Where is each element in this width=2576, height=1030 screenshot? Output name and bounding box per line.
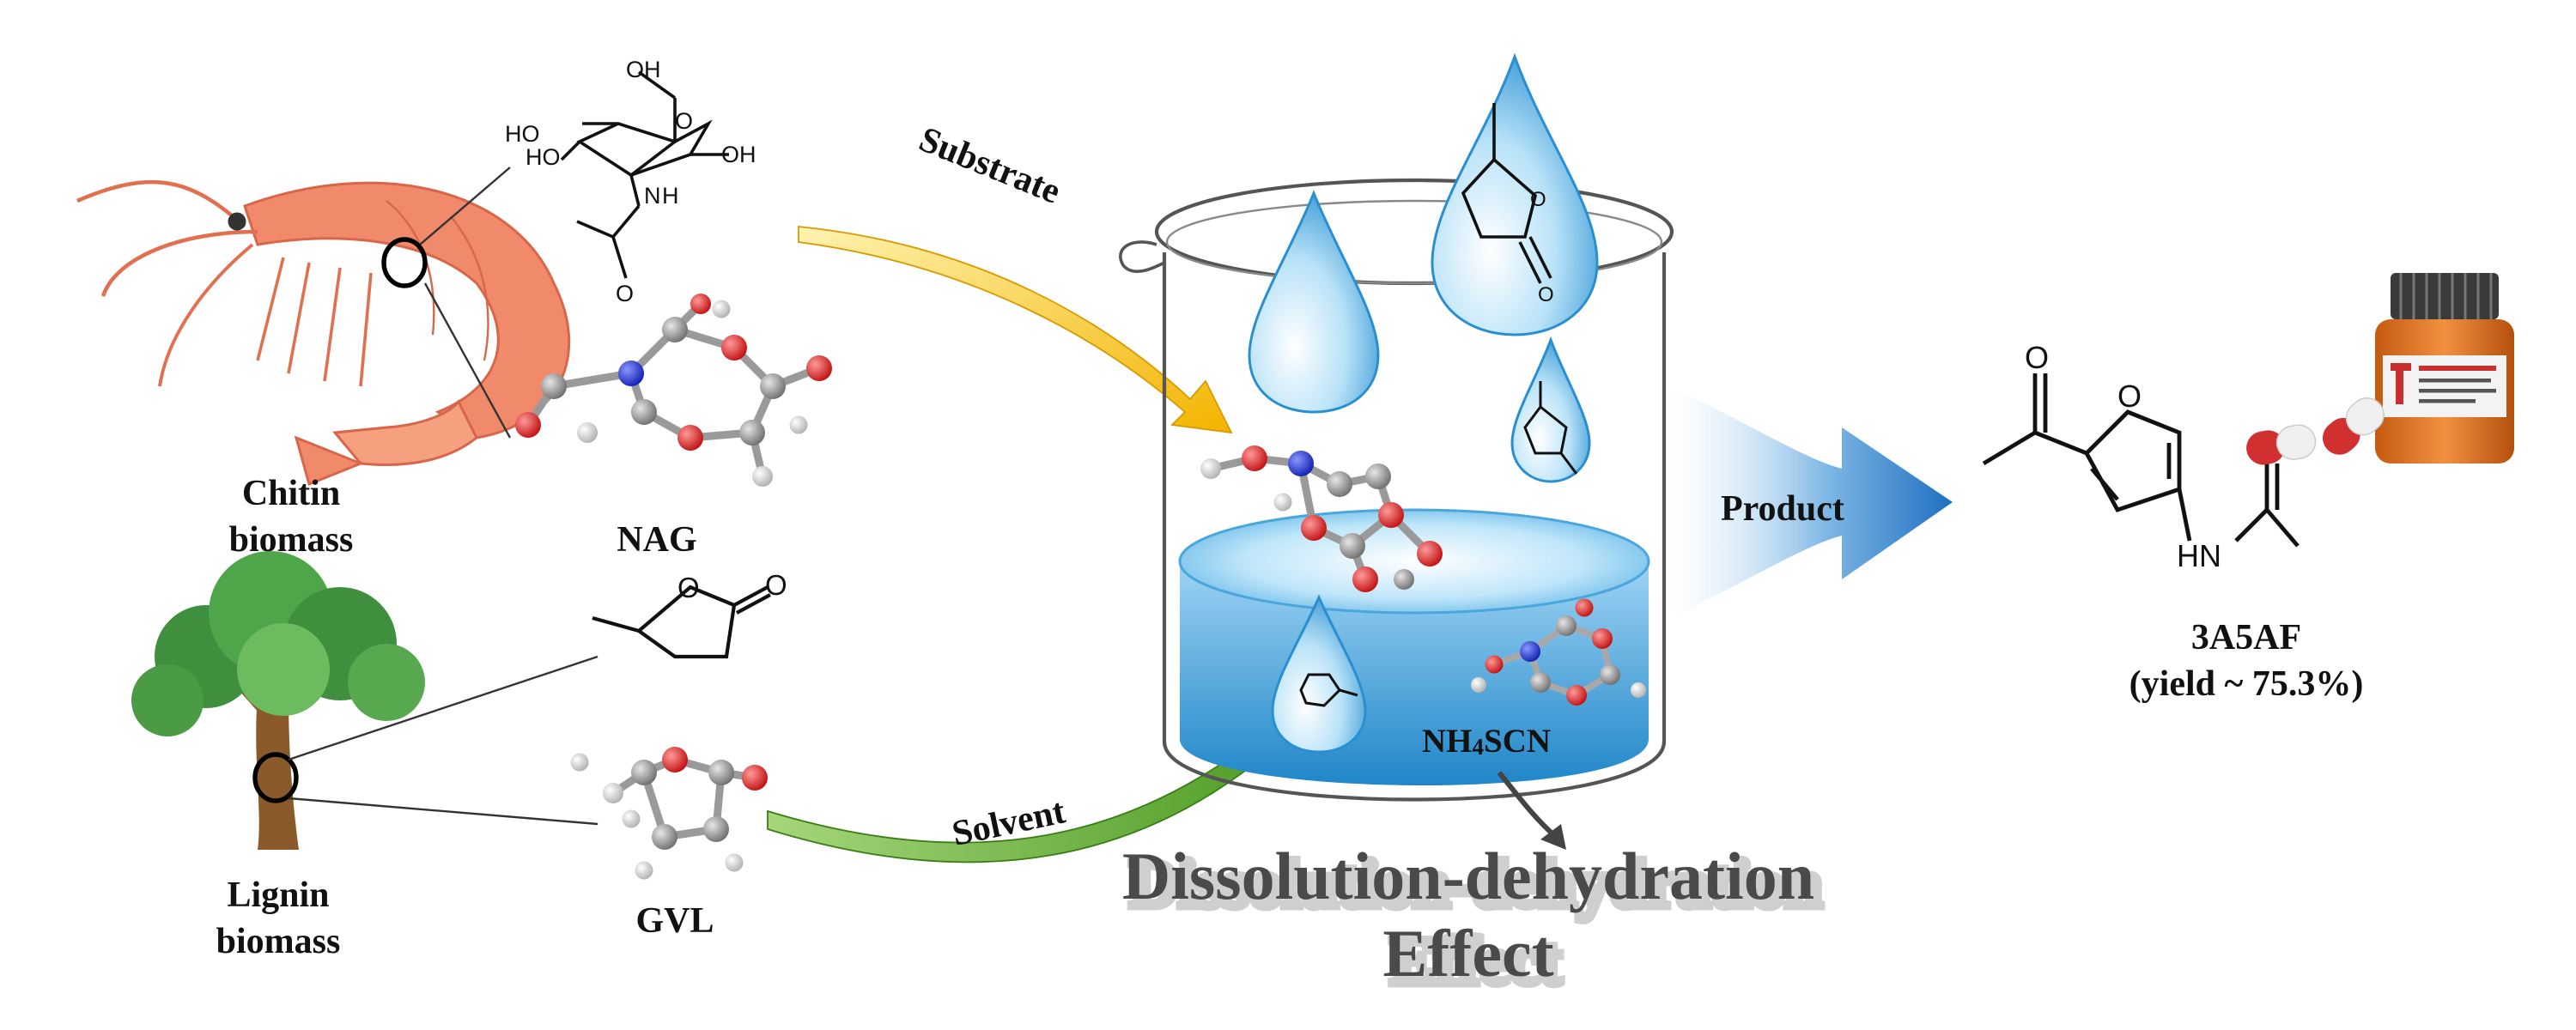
gvl-carbonyl-o: O	[765, 569, 787, 601]
lignin-label-line2: biomass	[216, 922, 341, 961]
product-hn: HN	[2177, 538, 2221, 573]
medicine-bottle-icon	[2375, 273, 2514, 464]
gvl-ball-stick-model	[570, 747, 768, 880]
down-arrow	[1497, 771, 1558, 839]
droplet-small-right	[1510, 336, 1591, 483]
effect-title: Dissolution-dehydration Dissolution-dehy…	[1122, 839, 1826, 1002]
effect-line1: Dissolution-dehydration	[1122, 839, 1814, 913]
callout-line	[288, 655, 598, 761]
droplet-small-gvl	[1523, 381, 1578, 475]
nag-structure	[560, 70, 729, 279]
lignin-label-line1: Lignin	[227, 876, 329, 915]
svg-text:Dissolution-dehydration: Dissolution-dehydration	[1130, 846, 1822, 921]
nag-ho-left1: HO	[505, 121, 540, 147]
product-arrow	[1669, 386, 1953, 618]
droplet-in-liquid	[1271, 594, 1367, 754]
product-name: 3A5AF	[2191, 618, 2301, 657]
chitin-label-line2: biomass	[229, 520, 354, 560]
tree-illustration	[131, 551, 425, 850]
nag-model-dissolved	[1471, 598, 1646, 706]
product-ketone-o: O	[2025, 340, 2049, 375]
nag-h: H	[662, 183, 679, 209]
substrate-arrow	[798, 226, 1233, 434]
nag-ho-left2: HO	[526, 144, 561, 170]
product-label: Product	[1721, 489, 1844, 529]
nag-oh-top: OH	[626, 57, 661, 82]
chitin-label-line1: Chitin	[242, 474, 340, 513]
droplet-large-ring-o: O	[1530, 188, 1546, 211]
substrate-label: Substrate	[914, 119, 1066, 211]
svg-text:Effect: Effect	[1390, 924, 1561, 998]
callout-line	[423, 282, 512, 439]
nag-label: NAG	[617, 520, 696, 560]
droplet-large	[1431, 52, 1599, 336]
callout-line	[419, 167, 511, 245]
shrimp-illustration	[76, 179, 570, 487]
nag-oh-right: OH	[721, 142, 756, 167]
capsule-icon	[2246, 424, 2317, 465]
effect-line2: Effect	[1382, 916, 1553, 991]
gvl-ring-o: O	[677, 572, 700, 603]
callout-line	[288, 797, 598, 826]
product-ring-o: O	[2117, 379, 2142, 414]
capsule-icon	[2323, 397, 2385, 455]
product-yield: (yield ~ 75.3%)	[2129, 664, 2364, 704]
nag-n: N	[644, 183, 661, 209]
droplet-large-carbonyl-o: O	[1538, 283, 1554, 306]
droplet-large-gvl: O O	[1461, 103, 1554, 306]
nag-ring-o: O	[675, 108, 693, 134]
nag-carbonyl-o: O	[616, 281, 634, 306]
gvl-structure: O O	[592, 569, 787, 659]
droplet-left	[1248, 189, 1380, 414]
gvl-label: GVL	[635, 901, 714, 941]
salt-label: NH4SCN	[1422, 723, 1551, 760]
nag-model-in-beaker	[1200, 445, 1443, 592]
nag-ball-stick-model	[515, 294, 832, 487]
